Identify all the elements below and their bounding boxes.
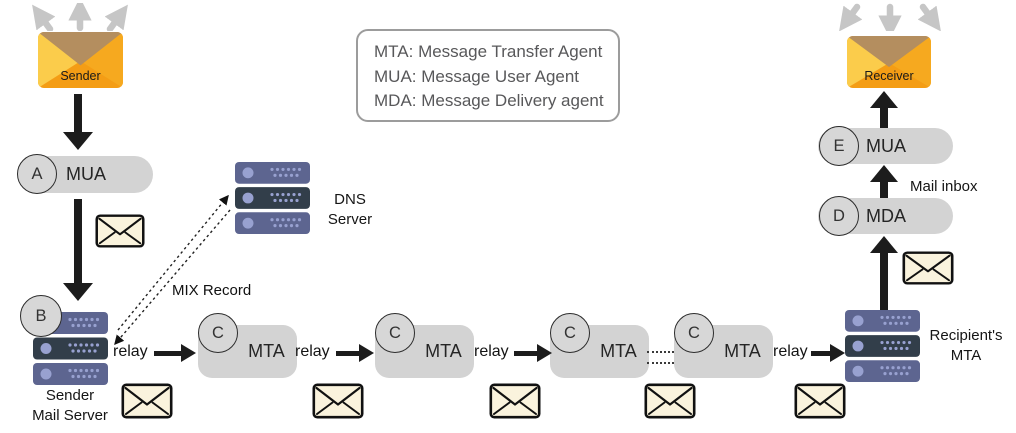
mta-2-label: MTA: [425, 341, 462, 361]
dns-label-line2: Server: [327, 210, 373, 228]
mail-icon-server-to-mda: [902, 251, 954, 285]
legend-line-mua: MUA: Message User Agent: [374, 66, 580, 86]
relay-label-3: relay: [474, 343, 509, 360]
arrow-mua-to-mailserver: [63, 199, 93, 301]
relay-arrow-1: [154, 343, 196, 363]
recipient-mta-label-line2: MTA: [950, 346, 982, 364]
arrow-server-to-mda: [869, 236, 899, 310]
sender-label: Sender: [60, 69, 101, 83]
mail-inbox-label: Mail inbox: [910, 178, 978, 195]
relay-label-1: relay: [113, 343, 148, 360]
sender-mail-server-label: Sender Mail Server: [5, 386, 135, 426]
receiver-envelope-icon: Receiver: [847, 36, 931, 88]
legend-box: MTA: Message Transfer Agent MUA: Message…: [356, 29, 620, 122]
mda-label: MDA: [866, 206, 906, 226]
arrow-mua-to-receiver: [869, 91, 899, 128]
recipient-mta-server-icon: [845, 310, 920, 382]
mta-4-label: MTA: [724, 341, 761, 361]
legend-line-mta: MTA: Message Transfer Agent: [374, 42, 603, 61]
mail-icon-relay-3: [489, 383, 541, 419]
badge-c-3: C: [550, 313, 590, 353]
ellipsis-connector-bottom: [647, 362, 674, 364]
relay-arrow-2: [336, 343, 374, 363]
relay-arrow-3: [514, 343, 552, 363]
incoming-rays-icon: [836, 3, 944, 39]
sender-mail-server-label-line2: Mail Server: [32, 406, 108, 424]
relay-label-2: relay: [295, 343, 330, 360]
badge-e: E: [819, 126, 859, 166]
arrow-sender-to-mua: [63, 94, 93, 150]
arrow-mda-to-mua: [869, 165, 899, 198]
dns-server-label: DNS Server: [318, 190, 382, 230]
dns-label-line1: DNS: [334, 191, 366, 208]
mail-icon-relay-1: [121, 383, 173, 419]
mix-record-label: MIX Record: [172, 282, 252, 299]
legend-line-mda: MDA: Message Delivery agent: [374, 91, 604, 110]
mta-box-3: C MTA: [550, 313, 649, 378]
mta-box-2: C MTA: [375, 313, 474, 378]
mail-icon-relay-5: [794, 383, 846, 419]
badge-c-2: C: [375, 313, 415, 353]
sender-envelope-icon: Sender: [38, 32, 123, 88]
mua-e-label: MUA: [866, 136, 906, 156]
mta-box-4: C MTA: [674, 313, 773, 378]
mua-a-label: MUA: [66, 164, 106, 184]
mua-box-a: A MUA: [17, 154, 153, 194]
relay-arrow-4: [811, 343, 845, 363]
badge-c-4: C: [674, 313, 714, 353]
mda-box-d: D MDA: [818, 196, 953, 236]
badge-c-1: C: [198, 313, 238, 353]
mua-box-e: E MUA: [818, 126, 953, 166]
recipient-mta-label: Recipient's MTA: [922, 326, 1010, 366]
sender-mail-server-label-line1: Sender: [45, 387, 95, 404]
dns-query-arrows: [102, 186, 237, 354]
badge-a: A: [17, 154, 57, 194]
ellipsis-connector-top: [647, 351, 674, 353]
mta-box-1: C MTA: [198, 313, 297, 378]
dns-server-icon: [235, 162, 310, 234]
badge-b: B: [20, 295, 62, 337]
mail-icon-mua-to-server: [95, 214, 145, 248]
relay-label-4: relay: [773, 343, 808, 360]
mta-3-label: MTA: [600, 341, 637, 361]
mta-1-label: MTA: [248, 341, 285, 361]
badge-d: D: [819, 196, 859, 236]
receiver-label: Receiver: [864, 69, 914, 83]
recipient-mta-label-line1: Recipient's: [929, 327, 1003, 344]
mail-icon-relay-4: [644, 383, 696, 419]
mail-icon-relay-2: [312, 383, 364, 419]
outgoing-rays-icon: [30, 0, 130, 33]
